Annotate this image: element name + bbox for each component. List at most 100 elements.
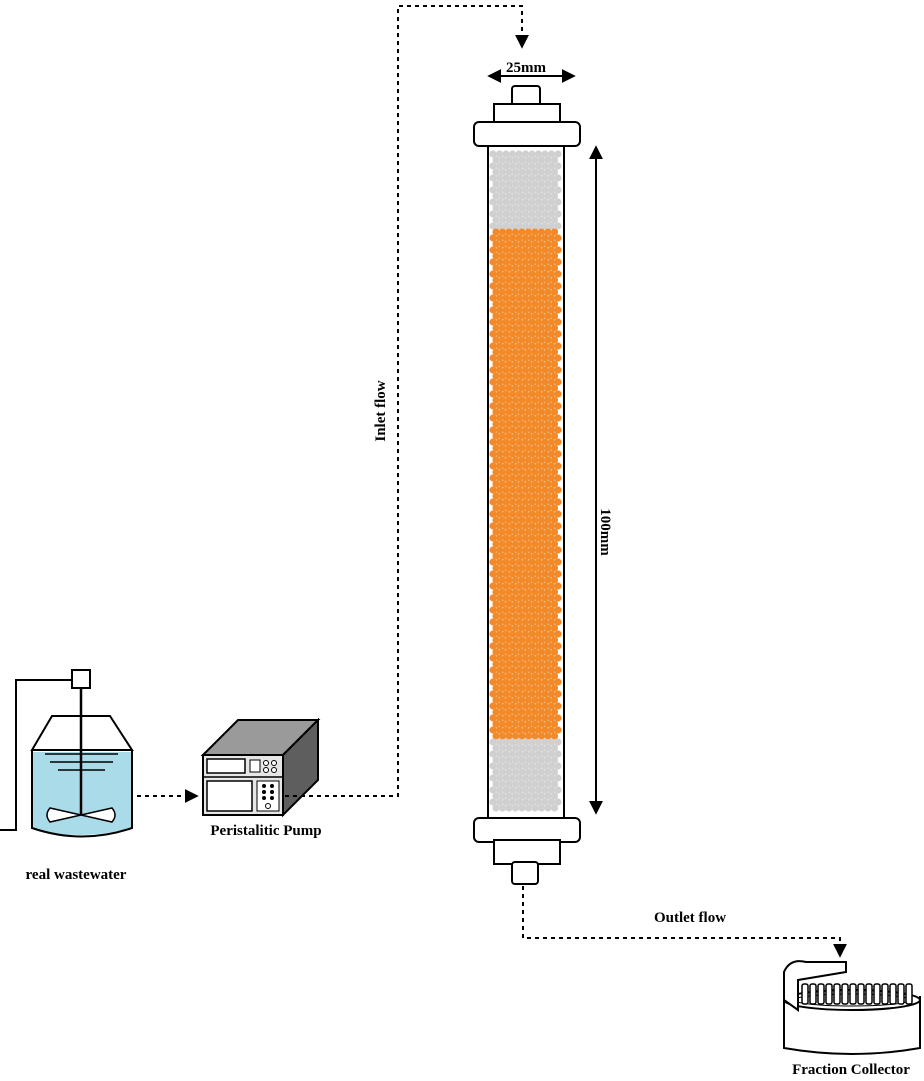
adsorbent-bead [498,312,507,320]
adsorbent-bead [521,306,530,314]
glass-bead [508,774,517,782]
adsorbent-bead [550,612,559,620]
adsorbent-bead [544,696,552,704]
adsorbent-bead [531,480,539,488]
adsorbent-bead [550,468,559,476]
glass-bead [518,768,526,776]
adsorbent-bead [528,270,536,278]
adsorbent-bead [515,510,523,518]
glass-bead [547,186,556,194]
column-height-label: 100mm [597,508,613,556]
adsorbent-bead [524,636,533,644]
adsorbent-bead [528,258,536,266]
glass-bead [524,156,533,164]
glass-bead [554,186,562,194]
glass-bead [554,798,562,806]
adsorbent-bead [544,408,552,416]
glass-bead [508,210,517,218]
adsorbent-bead [498,708,507,716]
adsorbent-bead [547,534,556,542]
adsorbent-bead [508,594,517,602]
glass-bead [534,198,543,206]
adsorbent-bead [524,360,533,368]
glass-bead [502,786,510,794]
adsorbent-bead [492,528,500,536]
adsorbent-bead [547,330,556,338]
adsorbent-bead [495,534,504,542]
adsorbent-bead [521,654,530,662]
adsorbent-bead [537,540,546,548]
adsorbent-bead [531,684,539,692]
adsorbent-bead [537,468,546,476]
adsorbent-bead [537,588,546,596]
glass-bead [550,756,559,764]
glass-bead [505,180,513,188]
glass-bead [541,162,549,170]
adsorbent-bead [505,312,513,320]
glass-bead [518,192,526,200]
adsorbent-bead [511,732,520,740]
adsorbent-bead [524,516,533,524]
adsorbent-bead [550,600,559,608]
glass-bead [528,162,536,170]
adsorbent-bead [508,546,517,554]
glass-bead [554,762,562,770]
adsorbent-bead [524,300,533,308]
adsorbent-bead [508,378,517,386]
adsorbent-bead [528,450,536,458]
glass-bead [544,792,552,800]
adsorbent-bead [531,408,539,416]
adsorbent-bead [537,600,546,608]
adsorbent-bead [544,372,552,380]
adsorbent-bead [518,672,526,680]
adsorbent-bead [489,318,497,326]
glass-bead [528,798,536,806]
adsorbent-bead [518,312,526,320]
glass-bead [547,786,556,794]
adsorbent-bead [537,276,546,284]
adsorbent-bead [495,654,504,662]
adsorbent-bead [534,666,543,674]
stirred-tank-icon [0,669,134,838]
adsorbent-bead [528,414,536,422]
adsorbent-bead [541,666,549,674]
adsorbent-bead [498,672,507,680]
glass-bead [505,768,513,776]
glass-bead [515,762,523,770]
glass-bead [544,192,552,200]
adsorbent-bead [531,564,539,572]
glass-bead [541,750,549,758]
adsorbent-bead [541,498,549,506]
adsorbent-bead [495,366,504,374]
adsorbent-bead [524,468,533,476]
adsorbent-bead [531,540,539,548]
adsorbent-bead [502,726,510,734]
adsorbent-bead [534,402,543,410]
adsorbent-bead [502,318,510,326]
adsorbent-bead [508,318,517,326]
adsorbent-bead [537,420,546,428]
adsorbent-bead [541,390,549,398]
adsorbent-bead [489,390,497,398]
glass-bead [537,756,546,764]
adsorbent-bead [528,558,536,566]
adsorbent-bead [508,282,517,290]
glass-bead [531,804,539,812]
glass-bead [502,198,510,206]
glass-bead [518,792,526,800]
glass-bead [508,798,517,806]
adsorbent-bead [524,444,533,452]
adsorbent-bead [541,534,549,542]
adsorbent-bead [511,504,520,512]
adsorbent-bead [541,354,549,362]
adsorbent-bead [534,570,543,578]
adsorbent-bead [518,336,526,344]
glass-bead [489,222,497,230]
adsorbent-bead [524,528,533,536]
adsorbent-bead [524,600,533,608]
adsorbent-bead [511,516,520,524]
adsorbent-bead [521,666,530,674]
adsorbent-bead [508,294,517,302]
adsorbent-bead [498,276,507,284]
adsorbent-bead [498,576,507,584]
